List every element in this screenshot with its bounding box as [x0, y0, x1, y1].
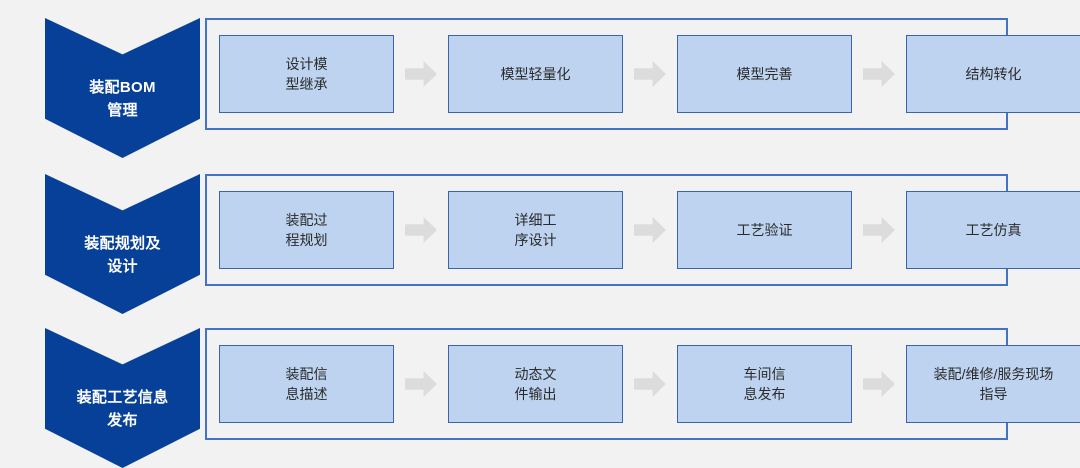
- process-step-label: 车间信 息发布: [743, 365, 786, 402]
- process-step-label: 动态文 件输出: [514, 365, 557, 402]
- process-step-label: 模型完善: [736, 65, 793, 82]
- process-step[interactable]: 模型完善: [677, 35, 852, 113]
- arrow-right-icon: [863, 371, 895, 397]
- process-step-label: 工艺仿真: [965, 221, 1022, 238]
- arrow-right-icon: [634, 217, 666, 243]
- process-step-label: 结构转化: [965, 65, 1022, 82]
- row-label-text: 装配工艺信息 发布: [76, 388, 169, 429]
- process-step[interactable]: 详细工 序设计: [448, 191, 623, 269]
- steps-container: 设计模 型继承 模型轻量化 模型完善 结构转化: [205, 18, 1080, 130]
- arrow-right-icon: [634, 371, 666, 397]
- process-step-label: 工艺验证: [736, 221, 793, 238]
- process-step[interactable]: 动态文 件输出: [448, 345, 623, 423]
- process-step[interactable]: 工艺验证: [677, 191, 852, 269]
- arrow-right-icon: [863, 61, 895, 87]
- process-row: 装配BOM 管理 设计模 型继承 模型轻量化 模型完善 结构转化: [0, 0, 1080, 158]
- arrow-right-icon: [863, 217, 895, 243]
- arrow-right-icon: [634, 61, 666, 87]
- process-step-label: 详细工 序设计: [514, 211, 557, 248]
- process-step-label: 装配/维修/服务现场 指导: [933, 365, 1054, 402]
- steps-container: 装配信 息描述 动态文 件输出 车间信 息发布 装配/维修/服务现场 指导: [205, 328, 1080, 440]
- process-step[interactable]: 工艺仿真: [906, 191, 1080, 269]
- steps-container: 装配过 程规划 详细工 序设计 工艺验证 工艺仿真: [205, 174, 1080, 286]
- arrow-right-icon: [405, 61, 437, 87]
- process-step[interactable]: 装配过 程规划: [219, 191, 394, 269]
- row-label-chevron: 装配规划及 设计: [45, 174, 200, 314]
- process-row: 装配规划及 设计 装配过 程规划 详细工 序设计 工艺验证 工艺仿真: [0, 156, 1080, 314]
- process-step[interactable]: 设计模 型继承: [219, 35, 394, 113]
- arrow-right-icon: [405, 217, 437, 243]
- process-step-label: 设计模 型继承: [285, 55, 328, 92]
- process-step[interactable]: 车间信 息发布: [677, 345, 852, 423]
- row-label-text: 装配规划及 设计: [84, 234, 161, 275]
- row-label-chevron: 装配BOM 管理: [45, 18, 200, 158]
- row-label-chevron: 装配工艺信息 发布: [45, 328, 200, 468]
- process-row: 装配工艺信息 发布 装配信 息描述 动态文 件输出 车间信 息发布 装配/维修/…: [0, 310, 1080, 468]
- process-step[interactable]: 模型轻量化: [448, 35, 623, 113]
- process-step[interactable]: 结构转化: [906, 35, 1080, 113]
- process-step-label: 装配过 程规划: [285, 211, 328, 248]
- arrow-right-icon: [405, 371, 437, 397]
- process-step[interactable]: 装配/维修/服务现场 指导: [906, 345, 1080, 423]
- process-step-label: 模型轻量化: [500, 65, 571, 82]
- process-step[interactable]: 装配信 息描述: [219, 345, 394, 423]
- row-label-text: 装配BOM 管理: [89, 78, 156, 119]
- process-step-label: 装配信 息描述: [285, 365, 328, 402]
